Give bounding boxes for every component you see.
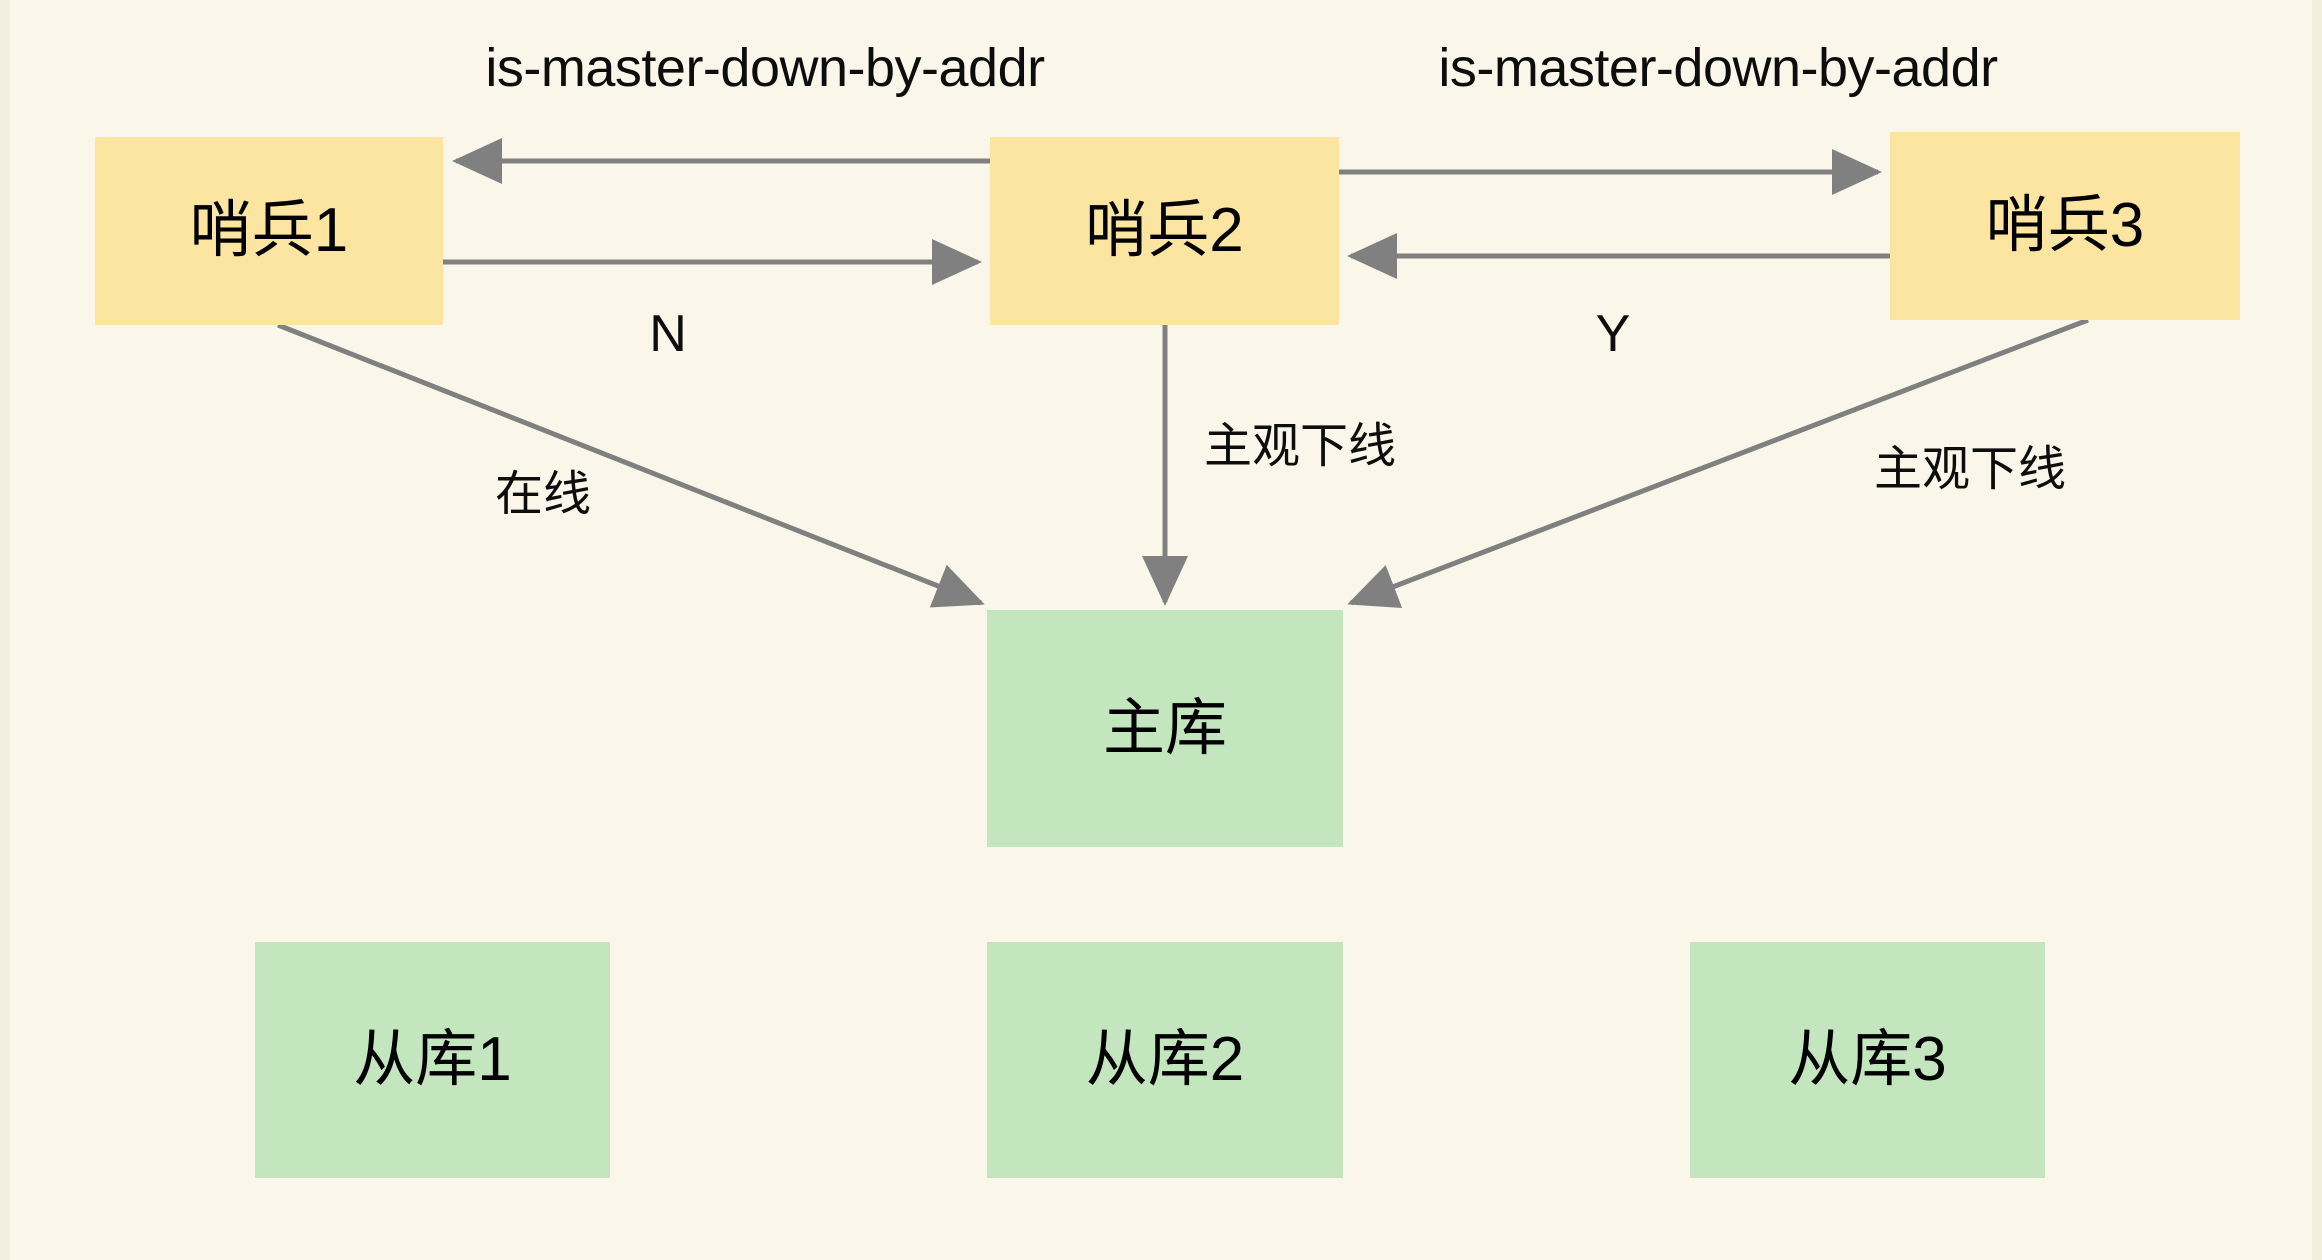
left-edge-strip xyxy=(0,0,10,1260)
right-edge-strip xyxy=(2312,0,2322,1260)
node-replica-1[interactable]: 从库1 xyxy=(255,942,610,1178)
edge-label-vote-y: Y xyxy=(1595,305,1631,363)
node-sentinel-3[interactable]: 哨兵3 xyxy=(1890,132,2240,320)
edge-label-rpc-left: is-master-down-by-addr xyxy=(485,38,1045,98)
node-replica-3-label: 从库3 xyxy=(1788,1025,1947,1094)
node-sentinel-3-label: 哨兵3 xyxy=(1985,191,2145,260)
edge-label-sdown-right: 主观下线 xyxy=(1873,443,2067,496)
node-sentinel-1[interactable]: 哨兵1 xyxy=(95,137,443,325)
edge-label-sdown-middle: 主观下线 xyxy=(1203,420,1397,473)
edge-label-online: 在线 xyxy=(494,468,592,521)
node-replica-3[interactable]: 从库3 xyxy=(1690,942,2045,1178)
node-replica-2-label: 从库2 xyxy=(1085,1025,1245,1094)
edge-label-rpc-right: is-master-down-by-addr xyxy=(1438,38,1998,98)
edge-label-vote-n: N xyxy=(649,305,687,363)
node-sentinel-1-label: 哨兵1 xyxy=(189,196,349,265)
node-sentinel-2[interactable]: 哨兵2 xyxy=(990,137,1339,325)
node-master-db[interactable]: 主库 xyxy=(987,610,1343,847)
node-replica-1-label: 从库1 xyxy=(353,1025,512,1094)
connector-sentinel1-to-master xyxy=(277,322,985,608)
node-replica-2[interactable]: 从库2 xyxy=(987,942,1343,1178)
node-sentinel-2-label: 哨兵2 xyxy=(1085,196,1244,265)
node-master-db-label: 主库 xyxy=(1102,693,1227,763)
